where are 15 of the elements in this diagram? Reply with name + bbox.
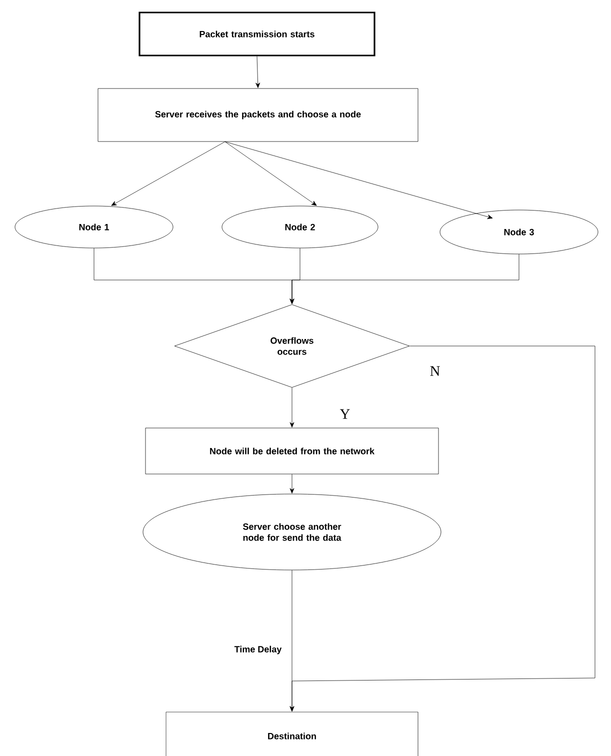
edge-label: N [428, 365, 442, 377]
start-box: Packet transmission starts [138, 12, 376, 56]
edge-label: Y [338, 408, 352, 420]
arrow [111, 142, 226, 206]
arrow [256, 56, 260, 88]
arrow [290, 570, 294, 712]
edge-label: Time Delay [233, 644, 283, 656]
arrow [290, 254, 520, 304]
arrow [224, 142, 317, 206]
process-box: Server receives the packets and choose a node [98, 88, 418, 142]
process-box: Node will be deleted from the network [145, 428, 439, 474]
arrow [224, 142, 493, 219]
arrow [290, 474, 294, 494]
end-box: Destination [166, 712, 418, 756]
arrow [290, 388, 294, 428]
